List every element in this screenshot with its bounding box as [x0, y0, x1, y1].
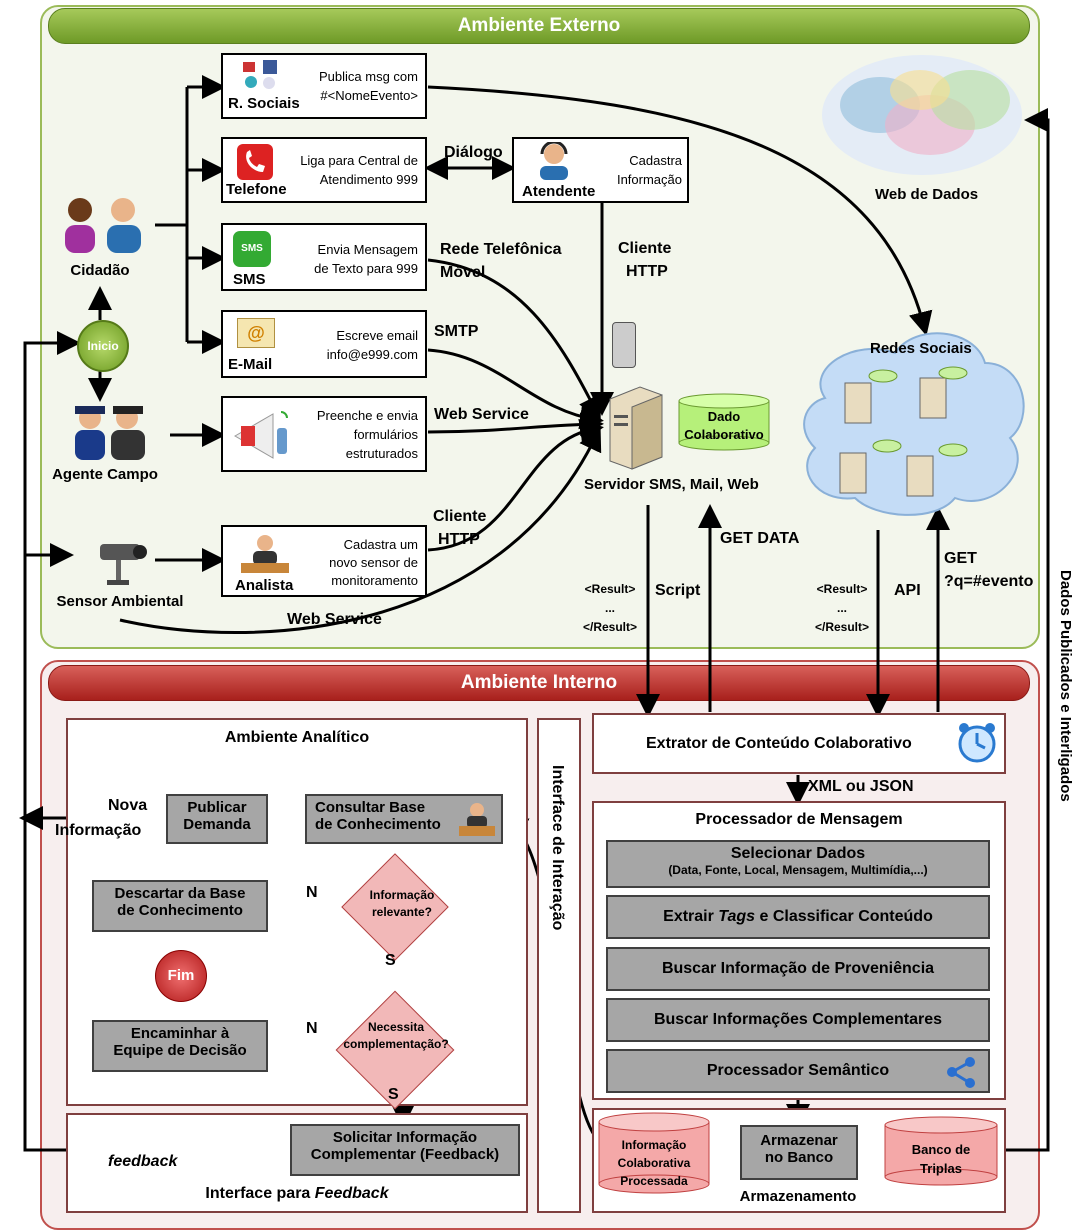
consult-knowledge-box: Consultar Base de Conhecimento	[305, 794, 503, 844]
mobile-network-label: Rede Telefônica	[440, 241, 562, 258]
analytic-title: Ambiente Analítico	[224, 729, 370, 746]
webservice-label-2: Web Service	[287, 611, 382, 628]
feedback-interface-title: Interface para Feedback	[205, 1185, 389, 1202]
email-icon: @	[237, 318, 275, 348]
dialog-label: Diálogo	[444, 144, 503, 161]
complementary-info-box: Buscar Informações Complementares	[606, 998, 990, 1042]
attendant-icon	[534, 140, 574, 180]
triple-store-db: Banco de Triplas	[884, 1116, 998, 1186]
start-node: Inicio	[77, 320, 129, 372]
end-node: Fim	[155, 950, 207, 1002]
yes-label-1: S	[385, 952, 396, 969]
request-info-box: Solicitar Informação Complementar (Feedb…	[290, 1124, 520, 1176]
api-label: API	[894, 582, 921, 599]
http-client-label-1b: HTTP	[626, 263, 668, 280]
storage-title: Armazenamento	[739, 1188, 857, 1205]
form-icon	[233, 406, 293, 464]
webservice-label-1: Web Service	[434, 406, 529, 423]
sensor-label: Sensor Ambiental	[56, 593, 184, 610]
field-agent-icon	[65, 400, 160, 460]
feedback-label: feedback	[108, 1153, 178, 1170]
phone-channel-box: Liga para Central de Atendimento 999 Tel…	[221, 137, 427, 203]
social-label: R. Sociais	[228, 95, 300, 112]
get-query-label-2: ?q=#evento	[944, 573, 1034, 590]
new-info-label: Nova	[108, 797, 148, 814]
form-channel-box: Preenche e envia formulários estruturado…	[221, 396, 427, 472]
social-channel-box: Publica msg com #<NomeEvento> R. Sociais	[221, 53, 427, 119]
web-of-data-label: Web de Dados	[875, 186, 979, 203]
web-of-data-graph	[820, 50, 1025, 180]
share-icon	[944, 1055, 978, 1089]
camera-icon	[92, 530, 152, 588]
new-info-label-2: Informação	[55, 822, 142, 839]
attendant-box: Cadastra Informação Atendente	[512, 137, 689, 203]
social-icons	[243, 60, 283, 90]
yes-label-2: S	[388, 1086, 399, 1103]
server-icon	[600, 385, 670, 471]
analyst-desk-icon	[457, 800, 497, 838]
social-networks-cloud	[795, 318, 1030, 518]
published-data-label: Dados Publicados e Interligados	[1057, 570, 1074, 802]
external-title: Ambiente Externo	[48, 8, 1030, 44]
provenance-box: Buscar Informação de Proveniência	[606, 947, 990, 991]
phone-icon	[237, 144, 273, 180]
http-client-label-1: Cliente	[618, 240, 672, 257]
citizen-label: Cidadão	[70, 262, 130, 279]
store-in-db-box: Armazenar no Banco	[740, 1125, 858, 1180]
xml-json-label: XML ou JSON	[808, 778, 914, 795]
phone-label: Telefone	[226, 181, 287, 198]
field-agent-label: Agente Campo	[52, 466, 158, 483]
sms-channel-box: SMS Envia Mensagem de Texto para 999 SMS	[221, 223, 427, 291]
http-client-label-2b: HTTP	[438, 531, 480, 548]
smtp-label: SMTP	[434, 323, 479, 340]
script-label: Script	[655, 582, 701, 599]
no-label-2: N	[306, 1020, 318, 1037]
email-channel-box: @ Escreve email info@e999.com E-Mail	[221, 310, 427, 378]
server-label: Servidor SMS, Mail, Web	[584, 476, 759, 493]
email-label: E-Mail	[228, 356, 273, 373]
social-networks-label: Redes Sociais	[870, 340, 972, 357]
publish-demand-box: Publicar Demanda	[166, 794, 268, 844]
analyst-channel-box: Cadastra um novo sensor de monitoramento…	[221, 525, 427, 597]
processed-info-db: Informação Colaborativa Processada	[598, 1112, 710, 1194]
get-query-label: GET	[944, 550, 977, 567]
interaction-interface-label: Interface de Interação	[549, 765, 566, 931]
extractor-box	[592, 713, 1006, 774]
get-data-label: GET DATA	[720, 530, 800, 547]
mobile-network-label-2: Móvel	[440, 264, 486, 281]
extract-tags-box: Extrair Tags e Classificar Conteúdo	[606, 895, 990, 939]
mobile-phone-icon	[612, 322, 636, 368]
semantic-processor-box: Processador Semântico	[606, 1049, 990, 1093]
no-label-1: N	[306, 884, 318, 901]
http-client-label-2: Cliente	[433, 508, 487, 525]
interaction-interface-panel	[537, 718, 581, 1213]
collaborative-data-db: Dado Colaborativo	[678, 393, 770, 451]
analyst-label: Analista	[235, 577, 294, 594]
citizen-icon	[55, 195, 155, 253]
sms-label: SMS	[233, 271, 266, 288]
select-data-box: Selecionar Dados (Data, Fonte, Local, Me…	[606, 840, 990, 888]
attendant-label: Atendente	[522, 183, 596, 200]
sms-icon: SMS	[233, 231, 271, 267]
discard-box: Descartar da Base de Conhecimento	[92, 880, 268, 932]
analyst-icon	[237, 533, 292, 575]
forward-decision-box: Encaminhar à Equipe de Decisão	[92, 1020, 268, 1072]
clock-icon	[955, 720, 999, 764]
extractor-label: Extrator de Conteúdo Colaborativo	[646, 735, 912, 752]
message-processor-title: Processador de Mensagem	[695, 811, 903, 828]
